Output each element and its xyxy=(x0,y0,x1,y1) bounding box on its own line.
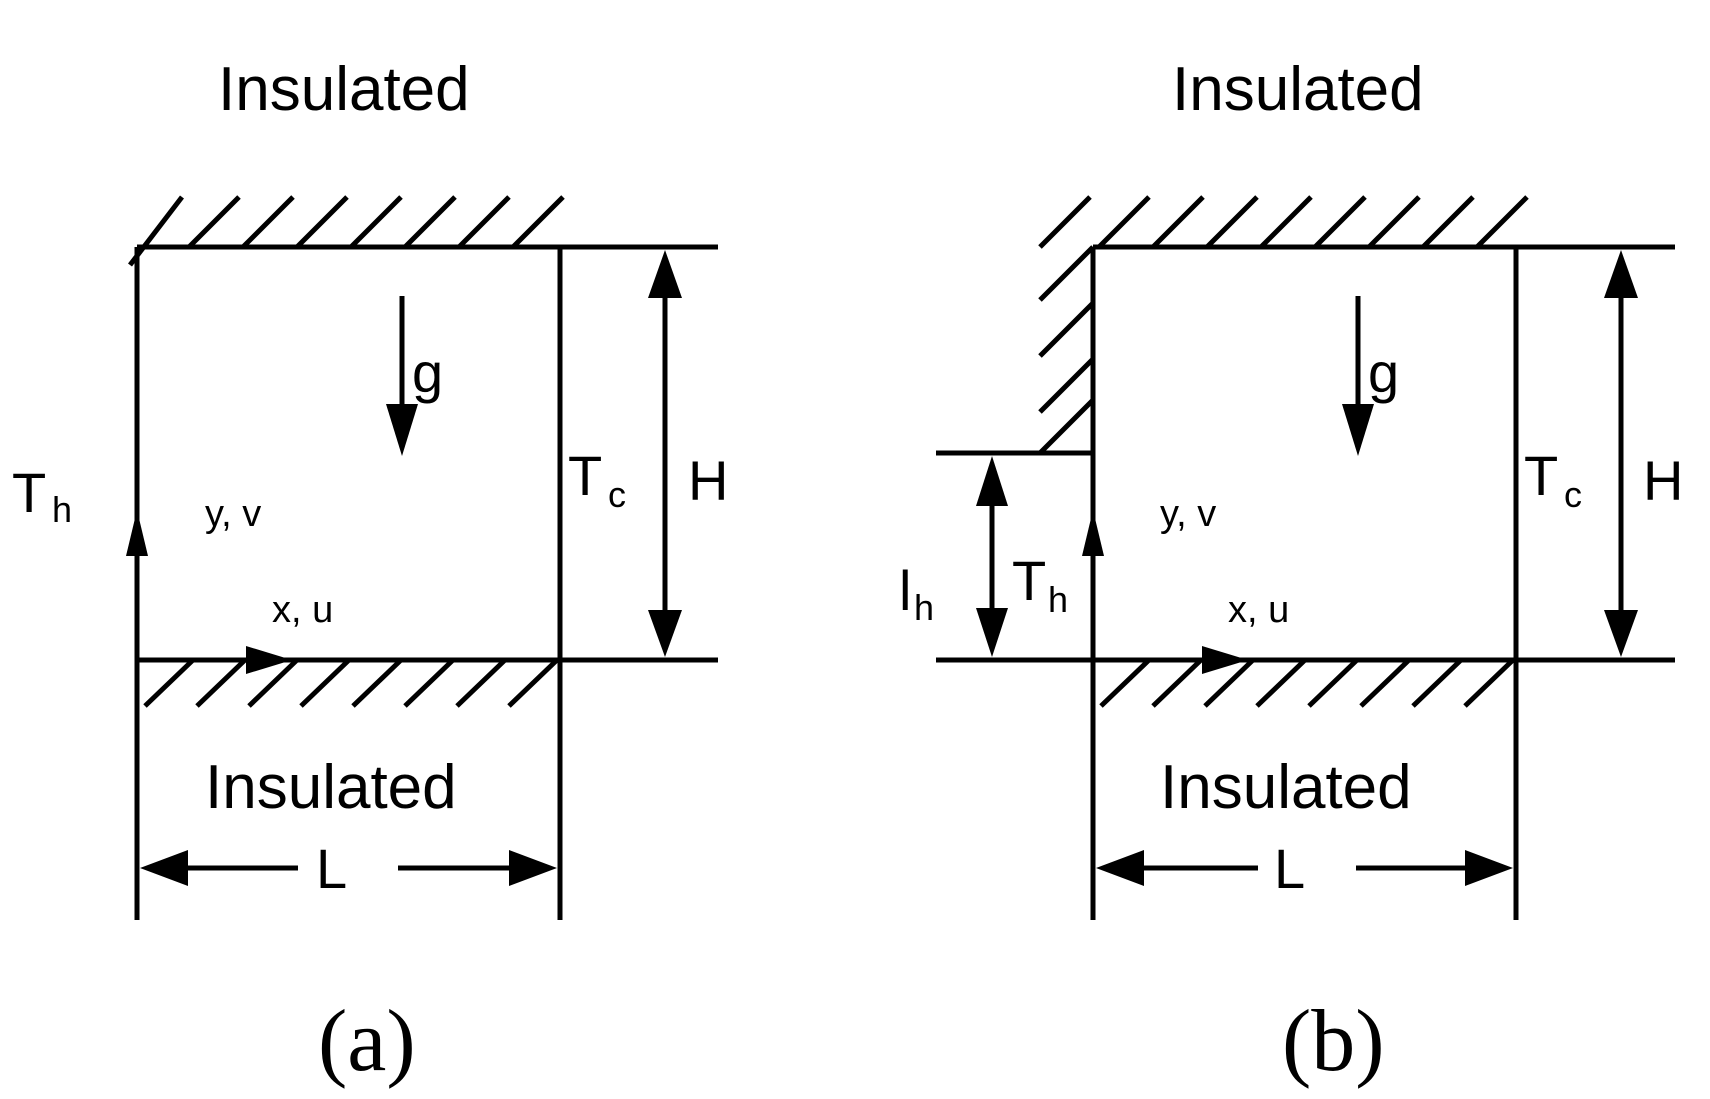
panel-b-hot-wall-sub: h xyxy=(1048,579,1068,620)
panel-b-heater-length-label: l xyxy=(899,559,911,622)
panel-b-caption: (b) xyxy=(1282,993,1385,1090)
panel-b-bottom-label: Insulated xyxy=(1160,753,1412,822)
panel-b-gravity-arrow xyxy=(1342,404,1374,456)
panel-b-heater-length-sub: h xyxy=(914,587,934,628)
panel-b-heater-arrow-bottom xyxy=(976,608,1008,657)
panel-b-top-hatching xyxy=(1038,195,1529,249)
panel-a-bottom-label: Insulated xyxy=(205,753,457,822)
panel-b-x-axis-arrow xyxy=(1202,646,1248,674)
panel-b-length-label: L xyxy=(1274,837,1305,900)
panel-b-length-arrow-left xyxy=(1096,850,1144,886)
panel-b-cold-wall-label: T xyxy=(1524,444,1558,507)
panel-a: Insulated Insulated T h T c H L g y, v x… xyxy=(12,55,728,1090)
panel-b-length-arrow-right xyxy=(1465,850,1513,886)
panel-a-top-label: Insulated xyxy=(218,55,470,124)
panel-a-bottom-hatching xyxy=(143,658,559,708)
panel-b-hot-wall-label: T xyxy=(1012,549,1046,612)
panel-b-y-axis-label: y, v xyxy=(1160,493,1216,535)
panel-a-gravity-label: g xyxy=(412,341,443,404)
panel-a-cold-wall-label: T xyxy=(568,444,602,507)
panel-a-gravity-arrow xyxy=(386,404,418,456)
panel-b-bottom-hatching xyxy=(1099,658,1515,708)
panel-b-left-hatching xyxy=(1038,245,1095,455)
panel-b-x-axis-label: x, u xyxy=(1228,589,1289,631)
panel-a-top-hatching xyxy=(128,195,565,267)
panel-a-hot-wall-sub: h xyxy=(52,489,72,530)
panel-b-heater-arrow-top xyxy=(976,456,1008,506)
panel-b-height-arrow-top xyxy=(1604,250,1638,298)
panel-b-height-arrow-bottom xyxy=(1604,610,1638,657)
panel-a-hot-wall-label: T xyxy=(12,461,46,524)
panel-b: Insulated Insulated T h l h T c H L g y,… xyxy=(899,55,1683,1090)
panel-a-y-axis-arrow xyxy=(126,510,148,556)
panel-a-height-arrow-bottom xyxy=(648,610,682,657)
panel-a-x-axis-label: x, u xyxy=(272,589,333,631)
panel-b-top-label: Insulated xyxy=(1172,55,1424,124)
panel-a-height-label: H xyxy=(688,449,728,512)
panel-a-caption: (a) xyxy=(318,993,416,1090)
panel-a-length-arrow-left xyxy=(140,850,188,886)
panel-a-y-axis-label: y, v xyxy=(205,493,261,535)
panel-b-height-label: H xyxy=(1643,449,1683,512)
panel-b-gravity-label: g xyxy=(1368,341,1399,404)
panel-a-cold-wall-sub: c xyxy=(608,474,626,515)
panel-b-y-axis-arrow xyxy=(1082,510,1104,556)
panel-a-length-label: L xyxy=(316,837,347,900)
panel-b-cold-wall-sub: c xyxy=(1564,474,1582,515)
panel-a-x-axis-arrow xyxy=(246,646,292,674)
panel-a-height-arrow-top xyxy=(648,250,682,298)
panel-a-length-arrow-right xyxy=(509,850,557,886)
